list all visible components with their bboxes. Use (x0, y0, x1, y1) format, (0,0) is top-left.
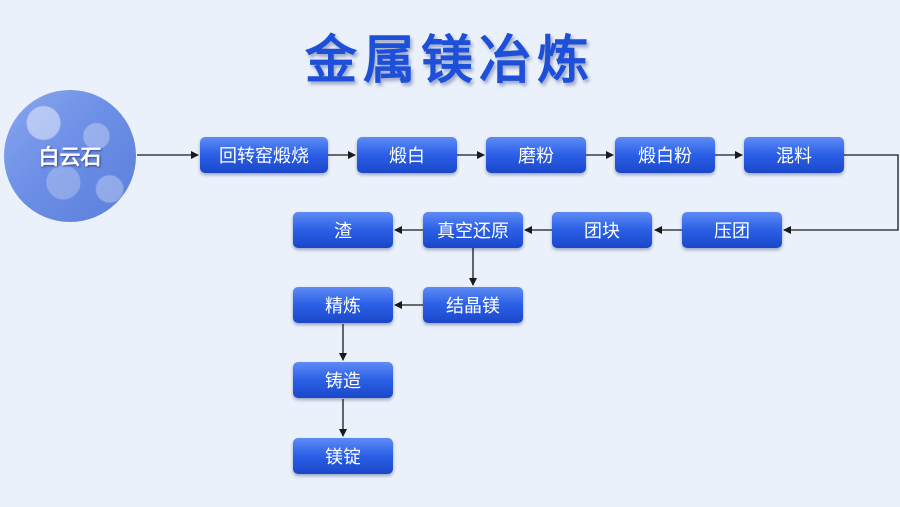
node-briquette: 团块 (552, 212, 652, 248)
dolomite-source: 白云石 (4, 90, 136, 222)
node-crystal-mg: 结晶镁 (423, 287, 523, 323)
arrow-mixing-to-pressing (783, 154, 899, 234)
node-calcined-white: 煅白 (357, 137, 457, 173)
node-rotary-kiln: 回转窑煅烧 (200, 137, 328, 173)
node-refining: 精炼 (293, 287, 393, 323)
dolomite-label: 白云石 (38, 145, 102, 169)
node-slag: 渣 (293, 212, 393, 248)
node-mixing: 混料 (744, 137, 844, 173)
node-pressing: 压团 (682, 212, 782, 248)
node-ingot: 镁锭 (293, 438, 393, 474)
page-title: 金属镁冶炼 (304, 31, 595, 91)
node-grinding: 磨粉 (486, 137, 586, 173)
node-casting: 铸造 (293, 362, 393, 398)
node-vacuum-reduction: 真空还原 (423, 212, 523, 248)
node-calcined-powder: 煅白粉 (615, 137, 715, 173)
